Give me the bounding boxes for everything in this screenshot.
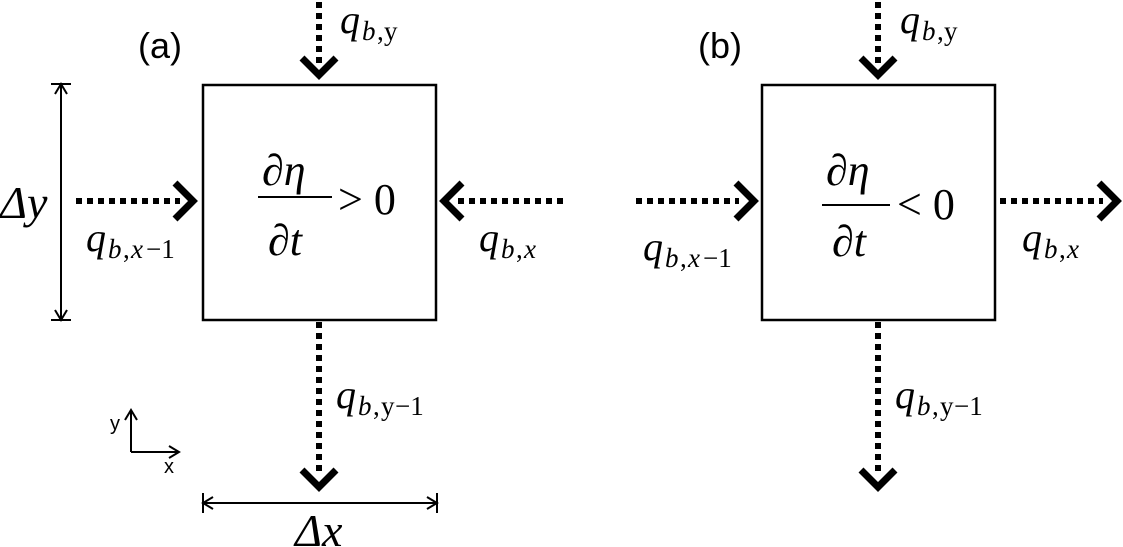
- panel-a-eq-denominator: ∂t: [268, 216, 304, 265]
- panel-a-flux-bottom-label: q b , y −1: [336, 372, 424, 421]
- panel-a-control-cell: [201, 83, 438, 322]
- svg-text:q: q: [900, 0, 920, 42]
- svg-text:−1: −1: [954, 391, 983, 421]
- svg-text:b: b: [1044, 234, 1058, 264]
- svg-text:,: ,: [377, 16, 384, 46]
- svg-text:x: x: [1066, 234, 1079, 264]
- panel-a: (a) ∂η ∂t > 0 q b , y q b , x: [0, 0, 565, 547]
- axes-y-label: y: [110, 413, 120, 435]
- svg-text:y: y: [381, 391, 395, 421]
- panel-b-arrow-bottom: [858, 322, 898, 492]
- panel-b-eq-relation: < 0: [897, 180, 955, 229]
- svg-text:b: b: [665, 243, 679, 273]
- svg-text:b: b: [358, 391, 372, 421]
- svg-text:,: ,: [680, 243, 687, 273]
- svg-text:−1: −1: [395, 391, 424, 421]
- svg-text:,: ,: [516, 234, 523, 264]
- svg-text:q: q: [86, 215, 106, 260]
- panel-a-flux-left-label: q b , x −1: [86, 215, 175, 264]
- panel-b-arrow-left: [636, 180, 759, 222]
- panel-a-dim-x-label: Δx: [293, 505, 343, 547]
- svg-text:−1: −1: [146, 234, 175, 264]
- panel-b-flux-bottom-label: q b , y −1: [895, 372, 983, 421]
- panel-b-eq-numerator: ∂η: [826, 146, 870, 195]
- svg-text:b: b: [108, 234, 122, 264]
- svg-text:,: ,: [932, 391, 939, 421]
- svg-text:q: q: [479, 215, 499, 260]
- panel-a-flux-top-label: q b , y: [340, 0, 398, 46]
- panel-a-arrow-right: [439, 180, 565, 222]
- panel-b-flux-top-label: q b , y: [900, 0, 958, 46]
- panel-a-flux-right-label: q b , x: [479, 215, 536, 264]
- svg-text:x: x: [130, 234, 143, 264]
- svg-text:−1: −1: [703, 243, 732, 273]
- panel-b-label: (b): [698, 25, 742, 66]
- panel-a-label: (a): [138, 25, 182, 66]
- svg-text:y: y: [944, 16, 958, 46]
- svg-text:b: b: [917, 391, 931, 421]
- svg-text:x: x: [523, 234, 536, 264]
- panel-a-dim-x: Δx: [201, 493, 439, 547]
- panel-a-arrow-left: [76, 180, 198, 222]
- axes-icon: y x: [110, 408, 181, 478]
- panel-a-equation: ∂η ∂t > 0: [258, 146, 396, 265]
- svg-text:y: y: [384, 16, 398, 46]
- svg-text:b: b: [922, 16, 936, 46]
- panel-a-arrow-top: [299, 2, 339, 80]
- panel-b-arrow-top: [858, 2, 898, 80]
- panel-a-dim-y: Δy: [0, 82, 71, 322]
- panel-b-equation: ∂η ∂t < 0: [822, 146, 955, 266]
- svg-text:q: q: [1022, 215, 1042, 260]
- svg-text:,: ,: [937, 16, 944, 46]
- panel-b-arrow-right: [1000, 180, 1122, 222]
- panel-b-flux-left-label: q b , x −1: [643, 224, 732, 273]
- svg-text:b: b: [501, 234, 515, 264]
- panel-a-dim-y-label: Δy: [0, 177, 48, 228]
- panel-b-flux-right-label: q b , x: [1022, 215, 1079, 264]
- panel-b: (b) ∂η ∂t < 0 q b , y q b , x: [636, 0, 1122, 492]
- panel-b-eq-denominator: ∂t: [832, 217, 868, 266]
- svg-text:,: ,: [1059, 234, 1066, 264]
- panel-a-eq-relation: > 0: [338, 175, 396, 224]
- svg-text:q: q: [340, 0, 360, 42]
- panel-a-arrow-bottom: [299, 322, 339, 492]
- panel-a-eq-numerator: ∂η: [262, 146, 306, 195]
- svg-text:q: q: [895, 372, 915, 417]
- axes-x-label: x: [164, 456, 174, 478]
- svg-text:q: q: [336, 372, 356, 417]
- svg-text:,: ,: [123, 234, 130, 264]
- svg-text:b: b: [362, 16, 376, 46]
- svg-text:y: y: [940, 391, 954, 421]
- svg-text:x: x: [687, 243, 700, 273]
- panel-b-control-cell: [760, 83, 997, 322]
- svg-text:,: ,: [373, 391, 380, 421]
- svg-text:q: q: [643, 224, 663, 269]
